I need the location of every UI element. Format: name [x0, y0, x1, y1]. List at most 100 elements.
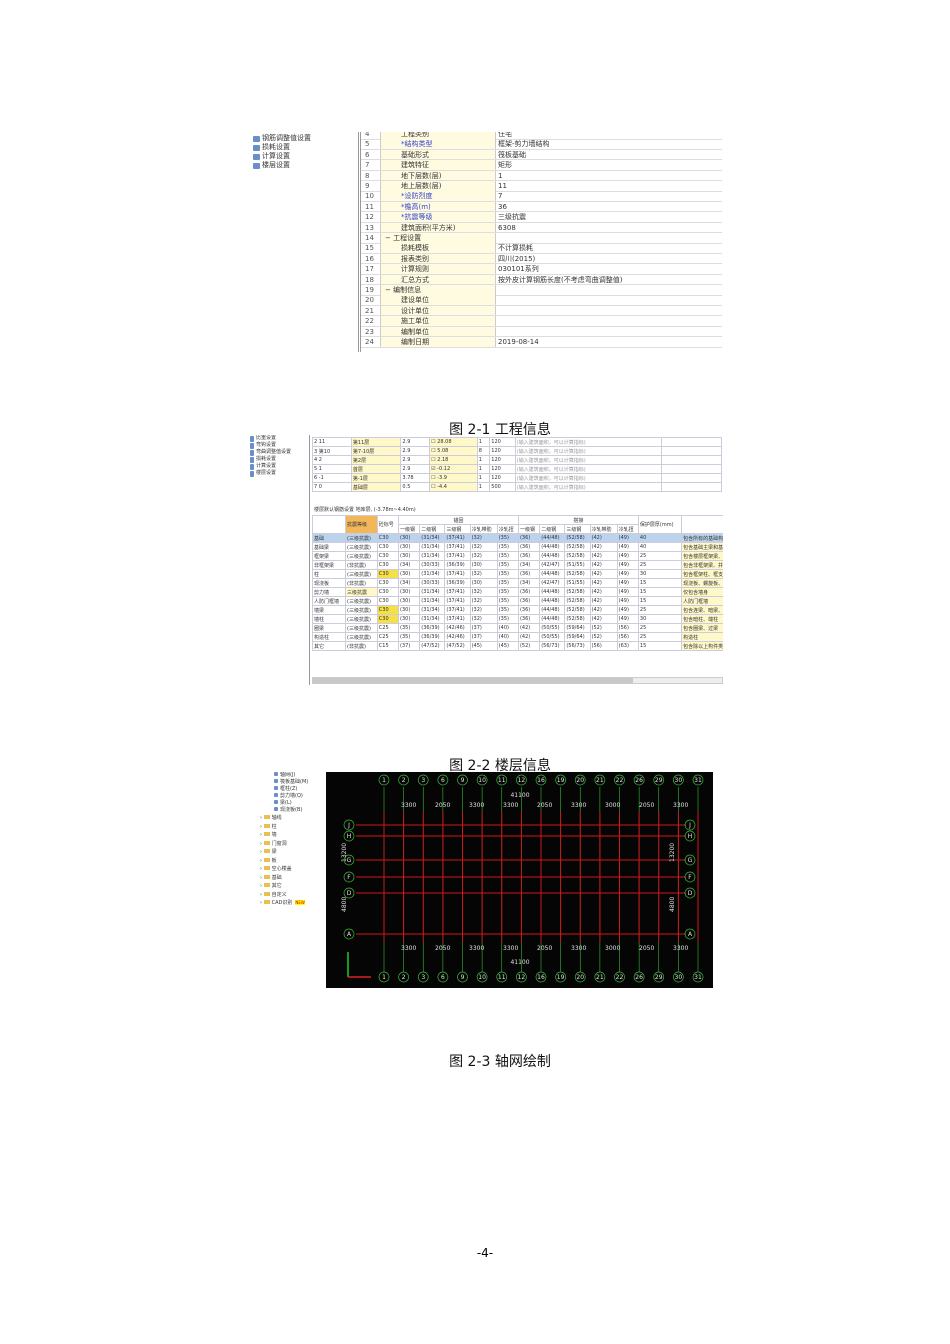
- rebar-cell[interactable]: (30): [398, 542, 421, 552]
- rebar-cell[interactable]: 人防门框墙: [681, 596, 723, 606]
- property-value[interactable]: 不计算损耗: [498, 244, 533, 253]
- axis-bubble[interactable]: [417, 971, 429, 983]
- property-value[interactable]: 36: [498, 202, 507, 211]
- rebar-cell[interactable]: (32): [469, 569, 498, 579]
- rebar-cell[interactable]: (36): [517, 605, 541, 615]
- tree-folder[interactable]: › 自定义: [260, 891, 287, 898]
- rebar-cell[interactable]: (36): [517, 614, 541, 624]
- rebar-cell[interactable]: (37/41): [444, 587, 471, 597]
- rebar-cell[interactable]: 包含连梁、暗梁、边框梁: [681, 605, 723, 615]
- rebar-cell[interactable]: (30): [398, 596, 421, 606]
- rebar-cell[interactable]: 构造柱: [681, 632, 723, 642]
- rebar-cell[interactable]: (35): [496, 542, 519, 552]
- axis-bubble[interactable]: [476, 971, 488, 983]
- rebar-cell[interactable]: (37/41): [444, 569, 471, 579]
- axis-bubble[interactable]: [343, 928, 355, 940]
- axis-bubble[interactable]: [614, 971, 625, 983]
- rebar-cell[interactable]: (三级抗震): [345, 623, 378, 633]
- table-row[interactable]: 12*抗震等级三级抗震: [361, 212, 722, 223]
- tree-item[interactable]: 筏板基础(M): [258, 779, 325, 786]
- rebar-cell[interactable]: 15: [637, 641, 683, 651]
- property-value[interactable]: 矩形: [498, 161, 512, 170]
- rebar-cell[interactable]: (59/64): [564, 632, 591, 642]
- rebar-cell[interactable]: (52/58): [564, 596, 591, 606]
- rebar-cell[interactable]: C30: [376, 605, 400, 615]
- expand-icon[interactable]: ›: [260, 823, 264, 830]
- axis-bubble[interactable]: [692, 774, 704, 786]
- rebar-cell[interactable]: (49): [616, 614, 639, 624]
- axis-bubble[interactable]: [476, 774, 488, 786]
- tree-folder[interactable]: › 轴线: [260, 815, 282, 821]
- rebar-cell[interactable]: (44/48): [539, 596, 566, 606]
- rebar-cell[interactable]: (37/41): [444, 605, 471, 615]
- rebar-cell[interactable]: (42/47): [539, 578, 566, 588]
- axis-bubble[interactable]: [692, 971, 704, 983]
- axis-bubble[interactable]: [343, 819, 355, 831]
- rebar-cell[interactable]: (32): [469, 614, 498, 624]
- property-value[interactable]: 11: [498, 182, 507, 190]
- rebar-cell[interactable]: (40): [496, 623, 519, 633]
- sidebar-item[interactable]: 比重设置: [248, 435, 309, 442]
- property-value[interactable]: 住宅: [498, 132, 512, 138]
- sidebar-item[interactable]: 损耗设置: [248, 456, 309, 463]
- rebar-cell[interactable]: (49): [616, 569, 639, 579]
- expand-icon[interactable]: ›: [260, 866, 264, 872]
- expand-icon[interactable]: ›: [260, 874, 264, 881]
- rebar-cell[interactable]: (32): [469, 596, 498, 606]
- first-floor-checkbox[interactable]: ☐: [431, 475, 438, 481]
- horizontal-scrollbar[interactable]: [312, 677, 723, 684]
- axis-bubble[interactable]: [684, 871, 696, 883]
- rebar-cell[interactable]: (42): [589, 587, 618, 597]
- rebar-cell[interactable]: (37/41): [444, 542, 471, 552]
- rebar-cell[interactable]: (30): [398, 533, 421, 543]
- tree-folder[interactable]: › 其它: [260, 883, 282, 889]
- rebar-cell[interactable]: (52/58): [564, 551, 591, 561]
- rebar-cell[interactable]: (35): [496, 605, 519, 615]
- rebar-cell[interactable]: (47/52): [419, 641, 446, 651]
- table-row[interactable]: 5*结构类型框架-剪力墙结构: [361, 139, 722, 150]
- tree-item[interactable]: 框柱(Z): [258, 786, 325, 793]
- rebar-cell[interactable]: 25: [637, 551, 683, 561]
- axis-bubble[interactable]: [684, 928, 696, 940]
- tree-folder[interactable]: › 柱: [260, 823, 277, 830]
- rebar-cell[interactable]: (56): [589, 641, 618, 651]
- rebar-cell[interactable]: (52): [589, 632, 618, 642]
- rebar-cell[interactable]: (44/48): [539, 614, 566, 624]
- rebar-cell[interactable]: (34): [517, 578, 541, 588]
- rebar-cell[interactable]: (36/39): [444, 578, 471, 588]
- first-floor-checkbox[interactable]: ☐: [431, 439, 438, 445]
- axis-bubble[interactable]: [378, 971, 390, 983]
- rebar-cell[interactable]: (三级抗震): [345, 542, 378, 552]
- tree-item[interactable]: 梁(L): [258, 800, 325, 807]
- rebar-cell[interactable]: (42): [589, 542, 618, 552]
- rebar-cell[interactable]: (32): [469, 533, 498, 543]
- rebar-cell[interactable]: (36/39): [419, 632, 446, 642]
- rebar-cell[interactable]: (36/39): [419, 623, 446, 633]
- rebar-cell[interactable]: (36/39): [444, 560, 471, 570]
- sidebar-item[interactable]: 弯钩设置: [248, 442, 309, 449]
- rebar-cell[interactable]: C25: [376, 632, 400, 642]
- property-value[interactable]: [496, 285, 722, 295]
- axis-bubble[interactable]: [457, 971, 468, 983]
- rebar-cell[interactable]: (36): [517, 542, 541, 552]
- property-value[interactable]: 四川(2015): [498, 254, 536, 263]
- table-row[interactable]: 圈梁(三级抗震)C25(35)(36/39)(42/46)(37)(40)(42…: [312, 623, 723, 633]
- tree-folder[interactable]: › 门窗洞: [260, 840, 287, 847]
- axis-bubble[interactable]: [673, 774, 684, 786]
- rebar-cell[interactable]: (三级抗震): [345, 632, 378, 642]
- first-floor-checkbox[interactable]: ☐: [431, 457, 438, 463]
- rebar-cell[interactable]: (30/33): [419, 560, 446, 570]
- rebar-cell[interactable]: 三级抗震: [345, 587, 378, 597]
- rebar-cell[interactable]: 15: [637, 578, 683, 588]
- rebar-cell[interactable]: (42): [589, 551, 618, 561]
- rebar-cell[interactable]: (47/52): [444, 641, 471, 651]
